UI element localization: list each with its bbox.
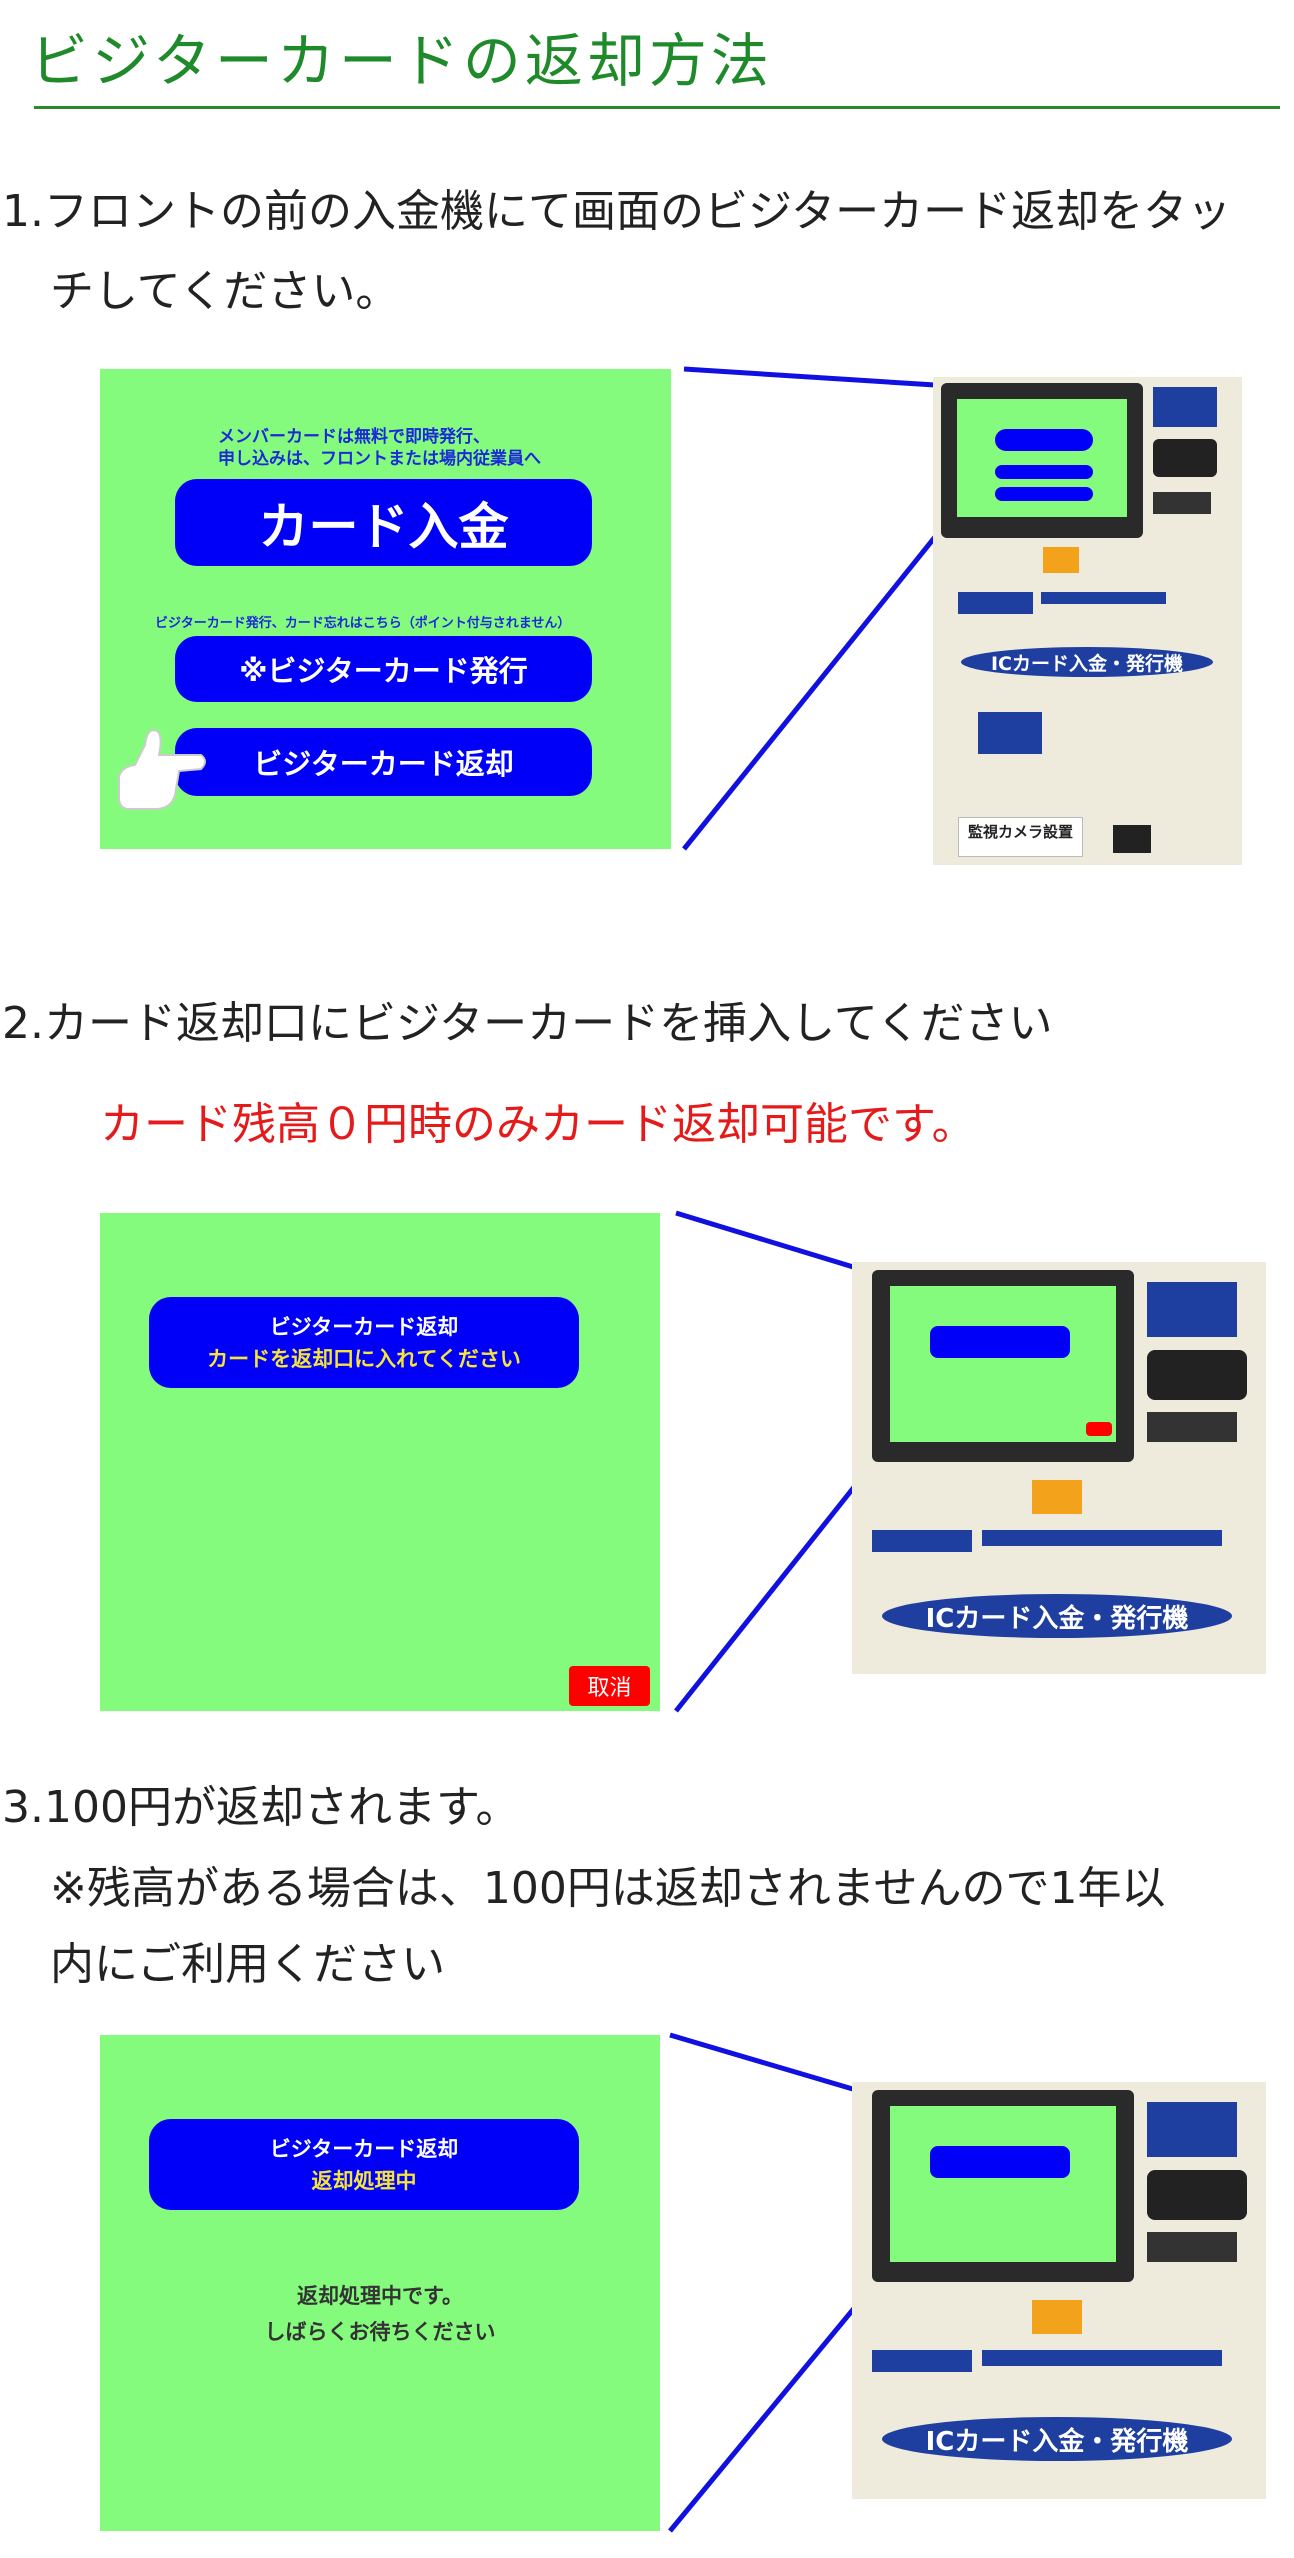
machine-banner-3: ICカード入金・発行機 bbox=[882, 2417, 1232, 2461]
machine-photo-3: ICカード入金・発行機 bbox=[852, 2082, 1266, 2499]
title-underline bbox=[34, 106, 1280, 109]
camera-sign: 監視カメラ設置 bbox=[958, 817, 1083, 857]
cancel-button[interactable]: 取消 bbox=[569, 1666, 650, 1706]
screen-2-header: ビジターカード返却 bbox=[269, 1314, 459, 1339]
screen-1-illustration: メンバーカードは無料で即時発行、 申し込みは、フロントまたは場内従業員へ カード… bbox=[100, 369, 671, 849]
step-3-text-cont: ※残高がある場合は、100円は返却されませんので1年以 bbox=[50, 1863, 1166, 1914]
machine-photo-1: ICカード入金・発行機 監視カメラ設置 bbox=[933, 377, 1242, 865]
step-3-text-cont-2: 内にご利用ください bbox=[50, 1939, 446, 1990]
screen-3-message-1: 返却処理中です。 bbox=[297, 2284, 463, 2308]
screen-3-message-2: しばらくお待ちください bbox=[264, 2320, 496, 2344]
screen-1-info-2: 申し込みは、フロントまたは場内従業員へ bbox=[218, 449, 541, 469]
screen-1-info-1: メンバーカードは無料で即時発行、 bbox=[218, 427, 490, 447]
screen-2-header-box: ビジターカード返却 カードを返却口に入れてください bbox=[149, 1297, 579, 1388]
visitor-card-return-button[interactable]: ビジターカード返却 bbox=[175, 728, 592, 796]
machine-photo-2: ICカード入金・発行機 bbox=[852, 1262, 1266, 1674]
screen-3-header-box: ビジターカード返却 返却処理中 bbox=[149, 2119, 579, 2210]
card-deposit-button[interactable]: カード入金 bbox=[175, 479, 592, 566]
machine-banner: ICカード入金・発行機 bbox=[961, 647, 1213, 677]
screen-3-illustration: ビジターカード返却 返却処理中 返却処理中です。 しばらくお待ちください bbox=[100, 2035, 660, 2531]
screen-2-illustration: ビジターカード返却 カードを返却口に入れてください 取消 bbox=[100, 1213, 660, 1711]
pointing-hand-icon bbox=[118, 729, 206, 810]
machine-banner-2: ICカード入金・発行機 bbox=[882, 1594, 1232, 1638]
visitor-card-issue-button[interactable]: ※ビジターカード発行 bbox=[175, 636, 592, 702]
screen-2-instruction: カードを返却口に入れてください bbox=[207, 1346, 521, 1371]
step-1-text: 1.フロントの前の入金機にて画面のビジターカード返却をタッ bbox=[2, 186, 1232, 237]
page-title: ビジターカードの返却方法 bbox=[30, 27, 773, 95]
step-2-text: 2.カード返却口にビジターカードを挿入してください bbox=[2, 998, 1053, 1049]
screen-3-header: ビジターカード返却 bbox=[269, 2136, 459, 2161]
screen-1-info-3: ビジターカード発行、カード忘れはこちら（ポイント付与されません） bbox=[155, 616, 571, 631]
step-1-text-cont: チしてください。 bbox=[50, 266, 400, 317]
step-2-note: カード残高０円時のみカード返却可能です。 bbox=[100, 1099, 976, 1150]
step-3-text: 3.100円が返却されます。 bbox=[2, 1782, 520, 1833]
screen-3-status: 返却処理中 bbox=[311, 2168, 417, 2193]
